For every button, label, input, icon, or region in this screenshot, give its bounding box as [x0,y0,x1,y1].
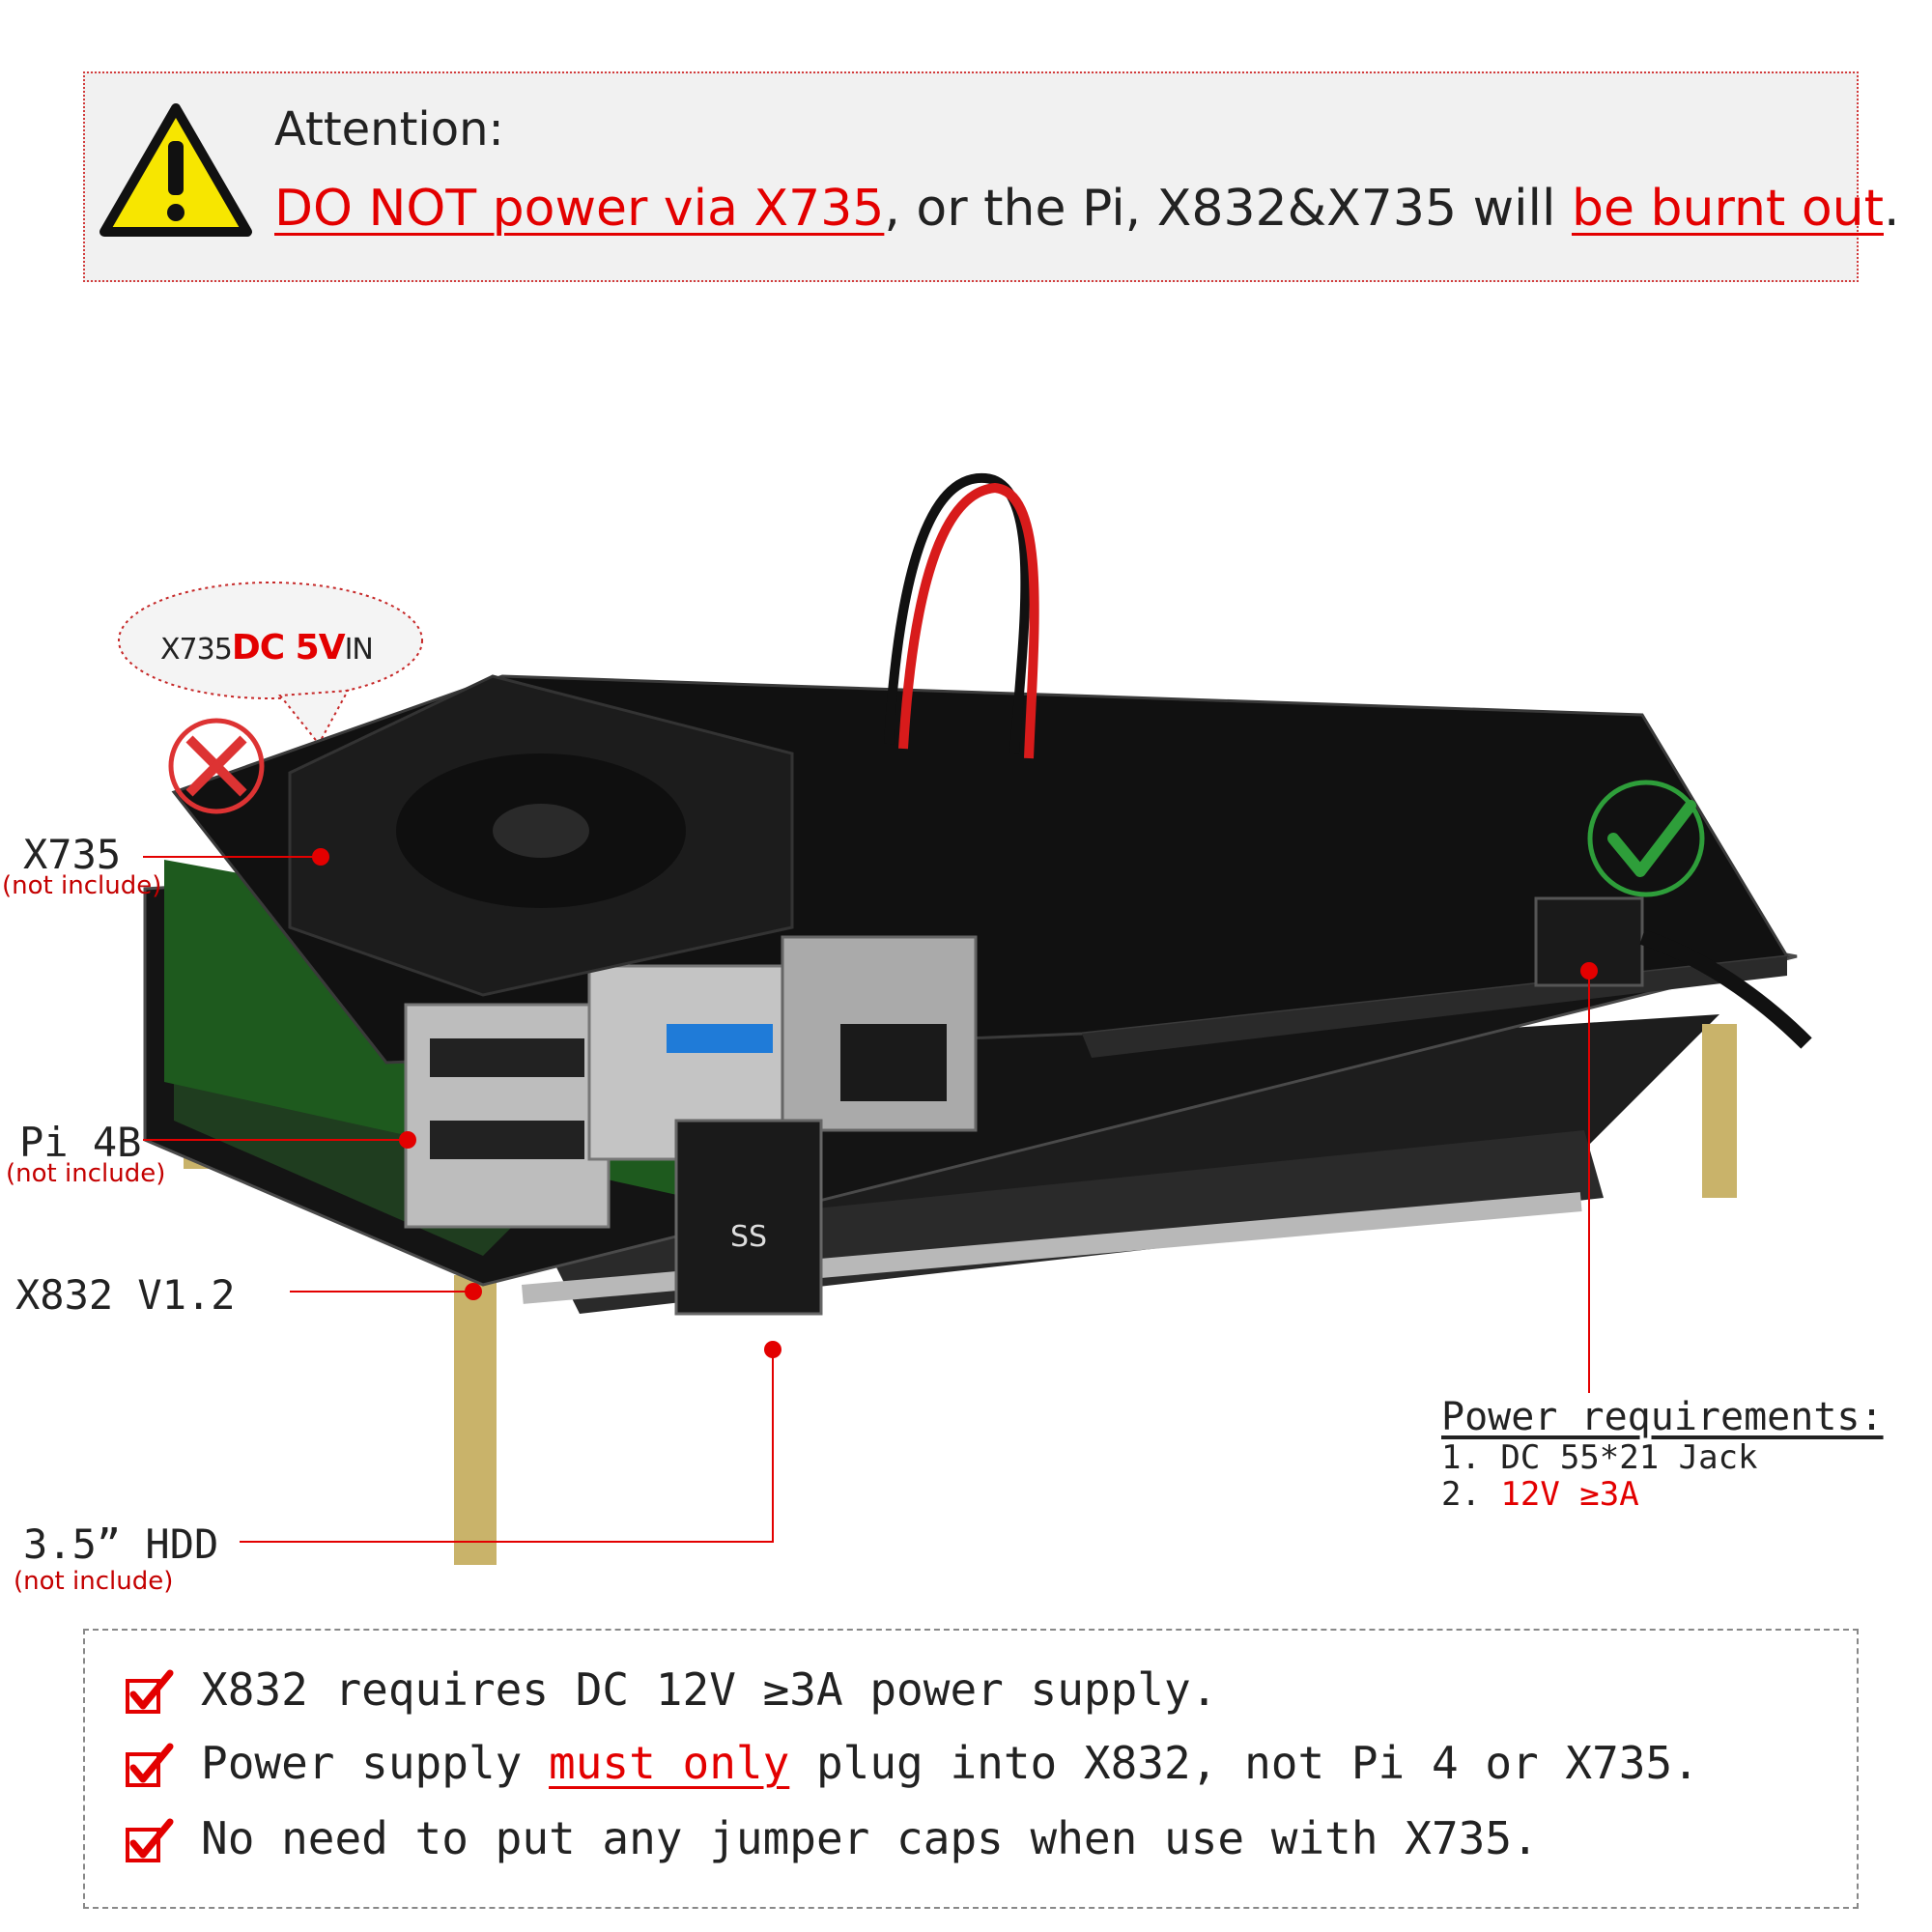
notes-box: X832 requires DC 12V ≥3A power supply. P… [83,1629,1859,1909]
label-pi4b-note: (not include) [6,1159,166,1188]
speech-bubble [118,582,423,699]
label-hdd-note: (not include) [14,1567,174,1596]
approved-icon [1587,780,1705,897]
attention-title: Attention: [274,102,504,156]
attention-banner: Attention: DO NOT power via X735, or the… [83,71,1900,282]
checkbox-checked-icon [126,1743,174,1787]
note-item: X832 requires DC 12V ≥3A power supply. [124,1663,1217,1726]
note-item: Power supply must only plug into X832, n… [124,1737,1699,1800]
power-cable [884,472,1031,754]
usb-ss-bridge [674,1119,823,1316]
label-x735: X735 [23,831,122,878]
label-x832: X832 V1.2 [15,1271,236,1319]
usb-port [404,1003,611,1229]
label-pi4b: Pi 4B [19,1119,142,1166]
product-photo: SS [118,472,1812,1565]
warning-icon [99,103,252,237]
attention-message: DO NOT power via X735, or the Pi, X832&X… [274,180,1900,238]
power-title: Power requirements: [1441,1395,1884,1439]
power-requirements: Power requirements: 1. DC 55*21 Jack 2. … [1441,1395,1884,1513]
forbidden-icon [168,718,265,814]
power-line-2: 2. 12V ≥3A [1441,1475,1639,1514]
label-x735-note: (not include) [2,871,162,900]
checkbox-checked-icon [126,1669,174,1714]
power-line-1: 1. DC 55*21 Jack [1441,1438,1758,1477]
label-hdd: 3.5” HDD [23,1520,219,1568]
standoff [454,1275,497,1565]
svg-text:SS: SS [730,1220,767,1254]
bubble-label: X735DC 5VIN [160,628,374,668]
standoff [1702,1024,1737,1198]
note-item: No need to put any jumper caps when use … [124,1812,1539,1875]
checkbox-checked-icon [126,1818,174,1862]
